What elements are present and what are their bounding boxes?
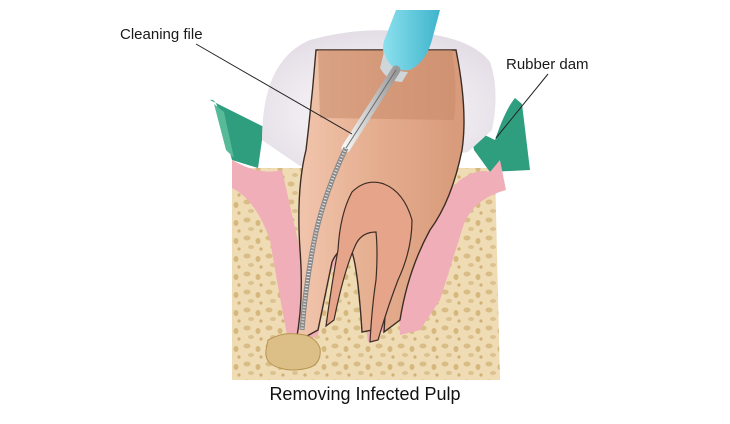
cleaning-file-leader xyxy=(195,43,353,135)
diagram-caption: Removing Infected Pulp xyxy=(269,384,461,404)
cleaning-file-label: Cleaning file xyxy=(120,26,203,43)
rubber-dam-leader xyxy=(495,73,549,139)
pulp-chamber xyxy=(325,181,413,343)
rubber-dam-sheet-right xyxy=(470,98,530,172)
cleaning-file-instrument xyxy=(299,10,440,331)
rubber-dam-label: Rubber dam xyxy=(506,56,589,73)
rubber-dam-sheet-highlight xyxy=(214,104,234,158)
abscess xyxy=(265,333,321,371)
